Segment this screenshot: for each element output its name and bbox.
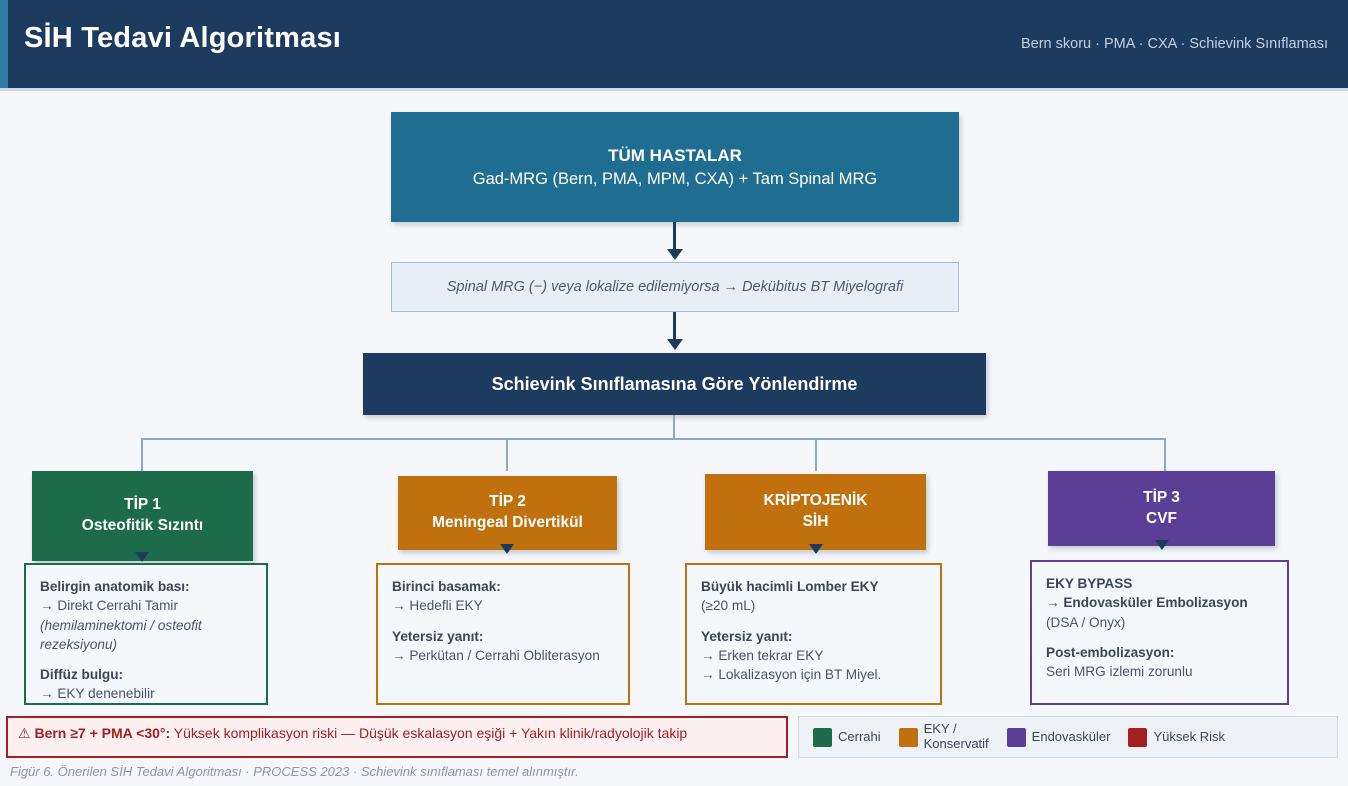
detail-spacer (40, 654, 252, 665)
detail-box-kriptojenik: Büyük hacimli Lomber EKY (≥20 mL) Yetersiz… (685, 563, 942, 705)
page-title: SİH Tedavi Algoritması (24, 22, 342, 54)
node-schievink-classification: Schievink Sınıflamasına Göre Yönlendirme (363, 353, 986, 415)
arrowhead-to-classification (667, 339, 683, 350)
header-divider (0, 88, 1348, 91)
column-header-tip3-line2: CVF (1146, 509, 1177, 527)
detail-spacer (392, 616, 614, 627)
detail-spacer (1046, 632, 1273, 643)
detail-line: Yetersiz yanıt: (392, 628, 484, 644)
detail-line: Büyük hacimli Lomber EKY (701, 579, 879, 594)
column-header-tip1-line1: TİP 1 (124, 496, 161, 514)
detail-line: → Direkt Cerrahi Tamir (40, 598, 178, 614)
detail-line: Seri MRG izlemi zorunlu (1046, 664, 1193, 680)
arrowhead-col4 (1155, 540, 1169, 550)
detail-line: (hemilaminektomi / osteofit rezeksiyonu) (40, 617, 202, 652)
node-imaging-note: Spinal MRG (−) veya lokalize edilemiyors… (391, 262, 959, 312)
branch-drop-col1 (141, 438, 143, 471)
warning-icon: ⚠ (18, 725, 31, 741)
warning-strong-text: Bern ≥7 + PMA <30°: (34, 725, 171, 741)
detail-line: → Hedefli EKY (392, 598, 483, 614)
detail-spacer (701, 616, 926, 627)
legend-label: Endovasküler (1031, 728, 1111, 744)
node-all-patients-title: TÜM HASTALAR (608, 145, 742, 165)
arrowhead-col1 (135, 552, 149, 562)
detail-box-tip2: Birinci basamak: → Hedefli EKY Yetersiz ya… (376, 563, 630, 705)
legend-swatch (1006, 727, 1026, 747)
detail-line: (DSA / Onyx) (1046, 614, 1126, 630)
connector-allpatients-to-note (673, 222, 676, 252)
legend: Cerrahi EKY / Konservatif Endovasküler Yüks… (798, 716, 1338, 758)
warning-text: Yüksek komplikasyon riski — Düşük eskala… (170, 725, 688, 741)
branch-drop-col2 (506, 438, 508, 471)
legend-swatch (1128, 727, 1148, 747)
column-header-kriptojenik: KRİPTOJENİK SİH (705, 474, 926, 550)
connector-note-to-classification (673, 312, 676, 342)
column-header-tip1-line2: Osteofitik Sızıntı (81, 517, 204, 534)
detail-line: → EKY denenebilir (40, 686, 155, 702)
detail-line: Post-embolizasyon: (1046, 644, 1175, 660)
column-header-tip2-line2: Meningeal Divertikül (432, 514, 583, 531)
branch-bus-horizontal (141, 438, 1165, 440)
column-header-tip3: TİP 3 CVF (1048, 471, 1275, 546)
arrowhead-col2 (500, 544, 514, 554)
node-classification-title: Schievink Sınıflamasına Göre Yönlendirme (491, 373, 858, 394)
legend-label: EKY / Konservatif (923, 721, 989, 751)
branch-stem (673, 415, 675, 439)
branch-drop-col3 (815, 438, 817, 471)
detail-line: Birinci basamak: (392, 579, 501, 594)
arrowhead-to-note (667, 249, 683, 260)
column-header-tip3-line1: TİP 3 (1143, 488, 1180, 506)
branch-drop-col4 (1164, 438, 1166, 471)
detail-line: → Lokalizasyon için BT Miyel. (701, 667, 882, 683)
legend-label: Yüksek Risk (1153, 728, 1225, 744)
header-subtitle: Bern skoru · PMA · CXA · Schievink Sınıf… (1020, 36, 1328, 52)
legend-swatch (813, 727, 832, 747)
detail-box-tip3: EKY BYPASS → Endovasküler Embolizasyon (DS… (1030, 560, 1289, 705)
node-all-patients-detail: Gad-MRG (Bern, PMA, MPM, CXA) + Tam Spin… (472, 169, 878, 188)
arrowhead-col3 (809, 544, 823, 554)
detail-line: → Perkütan / Cerrahi Obliterasyon (392, 647, 600, 663)
figure-caption: Figür 6. Önerilen SİH Tedavi Algoritması… (10, 764, 579, 779)
page-header: SİH Tedavi Algoritması Bern skoru · PMA … (0, 0, 1348, 88)
warning-banner: ⚠ Bern ≥7 + PMA <30°: Yüksek komplikasyo… (6, 716, 788, 758)
column-header-tip2-line1: TİP 2 (489, 493, 526, 511)
detail-line: → Endovasküler Embolizasyon (1046, 595, 1248, 611)
column-header-kriptojenik-line1: KRİPTOJENİK (763, 492, 868, 510)
legend-item: EKY / Konservatif (898, 721, 989, 752)
detail-line: Diffüz bulgu: (40, 667, 124, 683)
legend-item: Endovasküler (1006, 727, 1111, 747)
node-all-patients: TÜM HASTALAR Gad-MRG (Bern, PMA, MPM, CX… (391, 112, 959, 222)
column-header-kriptojenik-line2: SİH (802, 513, 829, 530)
header-accent-bar (0, 0, 8, 88)
detail-line: Belirgin anatomik bası: (40, 579, 190, 594)
legend-item: Yüksek Risk (1128, 727, 1225, 747)
detail-box-tip1: Belirgin anatomik bası: → Direkt Cerrahi … (24, 563, 268, 705)
detail-line: Yetersiz yanıt: (701, 628, 793, 644)
column-header-tip2: TİP 2 Meningeal Divertikül (398, 476, 617, 550)
detail-line: EKY BYPASS (1046, 576, 1133, 591)
legend-item: Cerrahi (813, 727, 881, 747)
legend-swatch (898, 727, 918, 747)
detail-line: → Erken tekrar EKY (701, 647, 824, 663)
detail-line: (≥20 mL) (701, 598, 756, 614)
column-header-tip1: TİP 1 Osteofitik Sızıntı (32, 471, 253, 561)
legend-label: Cerrahi (838, 728, 881, 744)
